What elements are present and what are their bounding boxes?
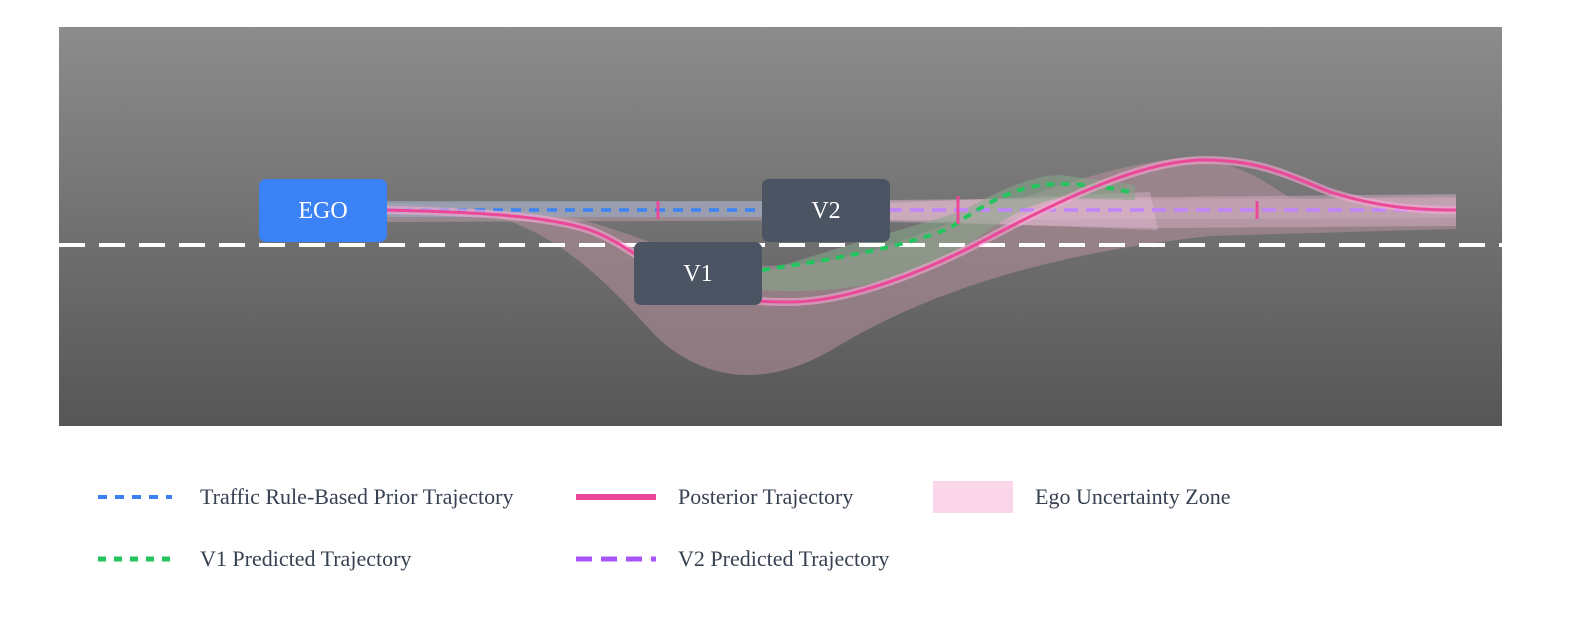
vehicle-v1: V1 [634,242,762,305]
legend-label-v1-pred: V1 Predicted Trajectory [200,546,412,571]
legend-label-prior: Traffic Rule-Based Prior Trajectory [200,484,514,509]
legend-item-uncertainty: Ego Uncertainty Zone [933,477,1231,517]
driving-scene: EGO V2 V1 [59,27,1502,426]
vehicle-v2-label: V2 [811,198,840,224]
legend-swatch-prior [98,481,178,513]
vehicle-v1-label: V1 [683,261,712,287]
ego-vehicle-label: EGO [298,198,347,224]
legend-item-prior: Traffic Rule-Based Prior Trajectory [98,477,513,517]
v1-predicted-trajectory [761,181,1131,272]
legend-swatch-v1-pred [98,543,178,575]
vehicle-v2: V2 [762,179,890,242]
legend-label-v2-pred: V2 Predicted Trajectory [678,546,890,571]
legend-swatch-uncertainty [933,481,1013,513]
legend-swatch-posterior [576,481,656,513]
legend-swatch-v2-pred [576,543,656,575]
posterior-trajectory [384,158,1457,304]
legend-label-uncertainty: Ego Uncertainty Zone [1035,484,1231,509]
v1-prediction-band [762,175,1135,292]
legend-item-v1-pred: V1 Predicted Trajectory [98,539,411,579]
ego-vehicle: EGO [259,179,387,242]
legend-item-v2-pred: V2 Predicted Trajectory [576,539,889,579]
legend-label-posterior: Posterior Trajectory [678,484,854,509]
legend: Traffic Rule-Based Prior Trajectory Post… [98,475,1398,595]
legend-item-posterior: Posterior Trajectory [576,477,853,517]
